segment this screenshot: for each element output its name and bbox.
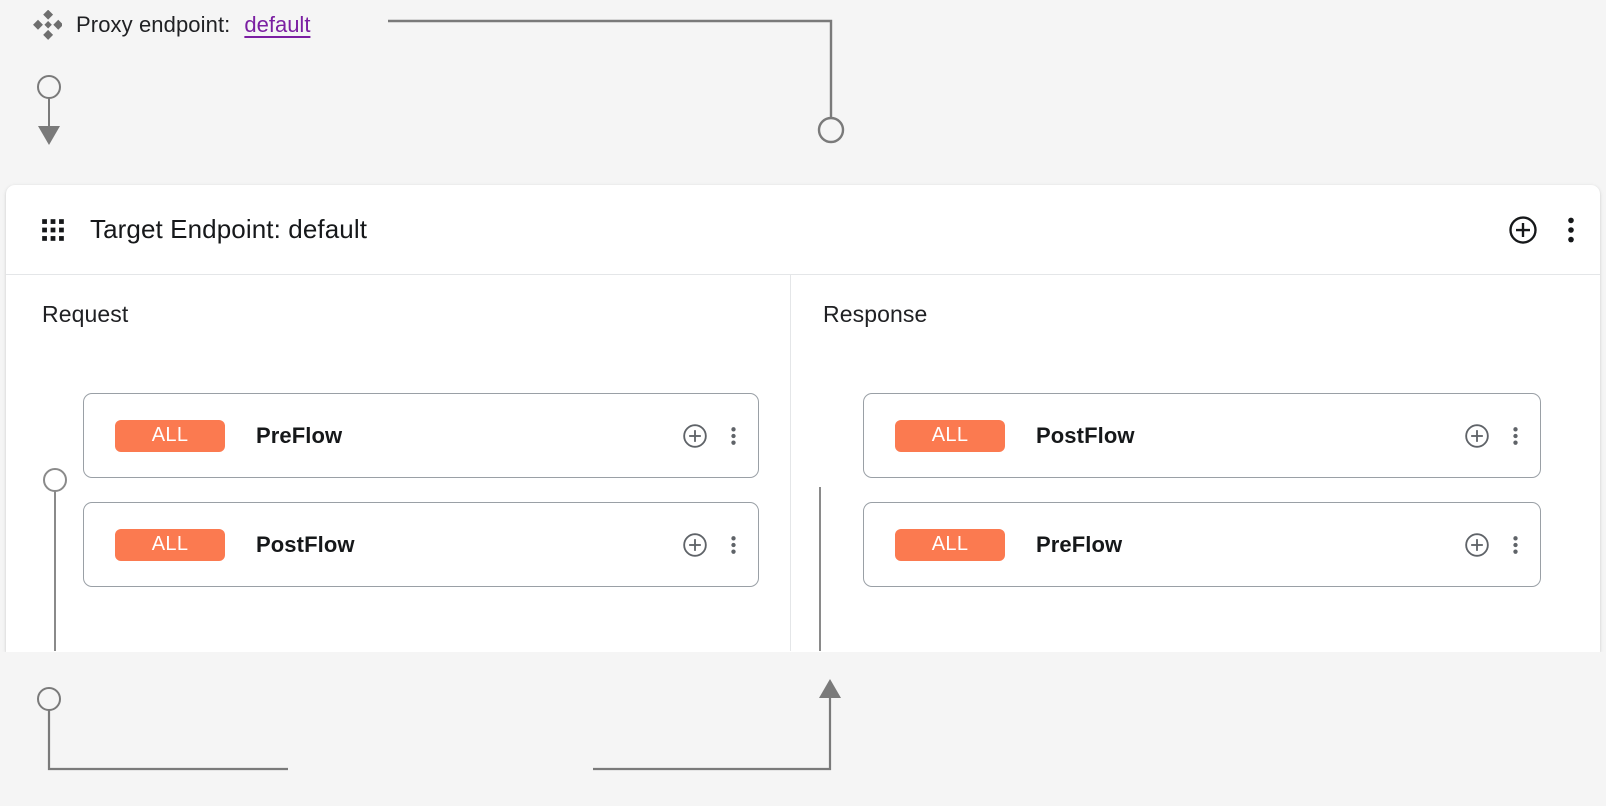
plus-circle-icon (1465, 423, 1489, 448)
response-flow-arrowhead (819, 650, 821, 651)
plus-circle-icon (1509, 215, 1537, 244)
proxy-request-out-node (37, 75, 61, 99)
request-in-node (43, 468, 67, 492)
add-policy-button[interactable] (1464, 423, 1490, 449)
flow-columns: Request ALL PreFlow (6, 275, 1600, 651)
flow-card[interactable]: ALL PostFlow (863, 393, 1541, 478)
add-policy-button[interactable] (682, 423, 708, 449)
status-badge: ALL (895, 419, 1005, 452)
status-badge: ALL (895, 528, 1005, 561)
diamond-cluster-icon (33, 10, 62, 40)
add-policy-button[interactable] (1508, 215, 1538, 245)
more-options-button[interactable] (1513, 534, 1518, 556)
backend-to-response-connector (593, 696, 832, 771)
proxy-response-in-node (817, 116, 845, 144)
response-flow-cards: ALL PostFlow (863, 393, 1541, 587)
flow-card-actions (1464, 532, 1518, 558)
page-title: Target Endpoint: default (90, 214, 368, 244)
target-endpoint-panel: Target Endpoint: default (6, 185, 1600, 652)
more-options-button[interactable] (1568, 217, 1574, 243)
request-column: Request ALL PreFlow (6, 275, 791, 651)
flow-name: PostFlow (1036, 422, 1135, 448)
more-options-button[interactable] (1513, 425, 1518, 447)
flow-card[interactable]: ALL PostFlow (83, 502, 759, 587)
request-to-backend-connector (47, 710, 288, 771)
more-options-button[interactable] (731, 425, 736, 447)
plus-circle-icon (683, 532, 707, 557)
proxy-to-target-connector (388, 19, 833, 118)
flow-card[interactable]: ALL PreFlow (83, 393, 759, 478)
add-policy-button[interactable] (682, 532, 708, 558)
kebab-menu-icon (731, 426, 736, 445)
response-column-title: Response (823, 301, 928, 327)
proxy-endpoint-link[interactable]: default (244, 12, 311, 37)
more-options-button[interactable] (731, 534, 736, 556)
status-badge: ALL (115, 419, 225, 452)
flow-name: PreFlow (1036, 531, 1123, 557)
flow-name: PostFlow (256, 531, 355, 557)
flow-card-actions (682, 532, 736, 558)
proxy-endpoint-section: Proxy endpoint: default (0, 0, 1606, 185)
backend-connectors (37, 679, 841, 771)
add-policy-button[interactable] (1464, 532, 1490, 558)
kebab-menu-icon (1513, 535, 1518, 554)
target-endpoint-header: Target Endpoint: default (6, 185, 1600, 275)
status-badge: ALL (115, 528, 225, 561)
flow-card[interactable]: ALL PreFlow (863, 502, 1541, 587)
flow-card-actions (1464, 423, 1518, 449)
request-column-title: Request (42, 301, 129, 327)
flow-card-actions (682, 423, 736, 449)
plus-circle-icon (1465, 532, 1489, 557)
grid-apps-icon (42, 218, 64, 241)
backend-service-section: Backend service (0, 652, 1606, 806)
target-endpoint-actions (1508, 215, 1574, 245)
flow-name: PreFlow (256, 422, 343, 448)
proxy-request-arrowhead (38, 126, 60, 145)
kebab-menu-icon (731, 535, 736, 554)
kebab-menu-icon (1513, 426, 1518, 445)
kebab-menu-icon (1568, 217, 1574, 242)
response-column: Response ALL PostFlow (791, 275, 1599, 651)
plus-circle-icon (683, 423, 707, 448)
backend-response-arrowhead (819, 679, 841, 698)
target-request-out-node (37, 687, 61, 711)
proxy-endpoint-label: Proxy endpoint: (76, 12, 231, 37)
proxy-endpoint-row: Proxy endpoint: default (32, 6, 310, 44)
request-flow-cards: ALL PreFlow (83, 393, 759, 587)
